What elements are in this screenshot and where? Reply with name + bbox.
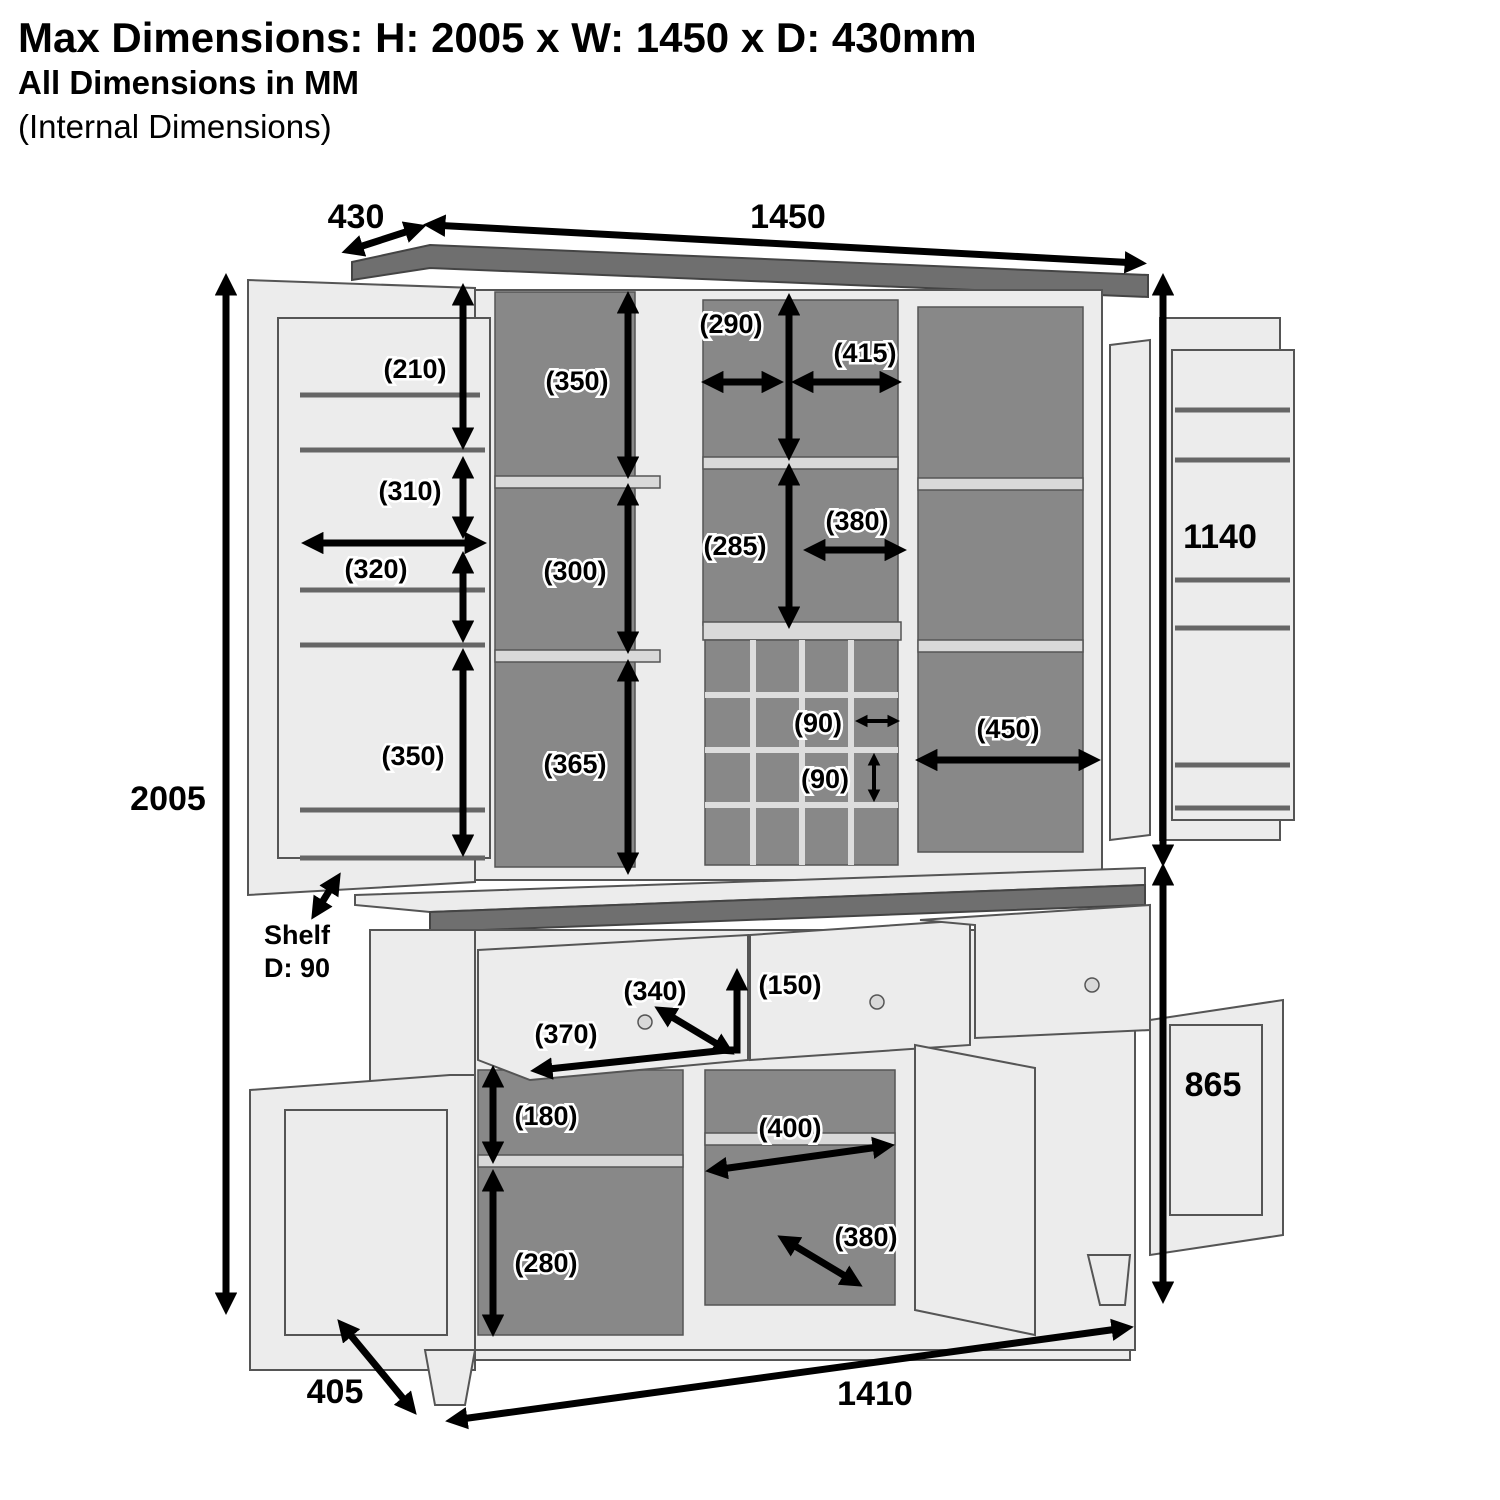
label-wine-height: (90): [801, 764, 849, 794]
label-shelf-depth: D: 90: [264, 953, 330, 983]
label-left-section-bottom: (365): [543, 749, 606, 779]
label-center-mid-width: (380): [825, 506, 888, 536]
wine-rack: [704, 639, 899, 866]
dimension-labels: 430 1450 2005 1140 865 405 1410 (210) (3…: [130, 198, 1257, 1413]
arrow-width-base: [445, 1318, 1134, 1430]
arrow-depth-base: [337, 1319, 417, 1415]
subtitle: All Dimensions in MM: [18, 64, 360, 101]
label-center-top-width: (415): [833, 338, 896, 368]
label-base-left-bottom: (280): [514, 1248, 577, 1278]
label-drawer-height: (150): [758, 970, 821, 1000]
arrow-width-top: [423, 214, 1147, 274]
internal-note: (Internal Dimensions): [18, 108, 332, 145]
label-left-door-bottom: (350): [381, 741, 444, 771]
label-drawer-width: (340): [623, 976, 686, 1006]
label-base-center-depth: (380): [834, 1222, 897, 1252]
label-base-left-top: (180): [514, 1101, 577, 1131]
label-center-top-height: (290): [699, 309, 762, 339]
label-right-section-width: (450): [976, 714, 1039, 744]
label-left-section-top: (350): [545, 366, 608, 396]
label-shelf: Shelf: [264, 920, 331, 950]
label-center-mid-height: (285): [703, 531, 766, 561]
label-height-hutch: 1140: [1183, 518, 1257, 556]
label-height-base: 865: [1185, 1066, 1242, 1104]
label-base-center-width: (400): [758, 1113, 821, 1143]
label-left-door-width: (320): [344, 554, 407, 584]
label-height-total: 2005: [130, 780, 206, 818]
label-drawer-depth: (370): [534, 1019, 597, 1049]
label-wine-width: (90): [794, 708, 842, 738]
label-left-door-top: (210): [383, 354, 446, 384]
label-depth-base: 405: [307, 1373, 364, 1411]
dimension-arrows: [214, 214, 1175, 1430]
arrow-depth-top: [341, 221, 427, 257]
label-depth-top: 430: [328, 198, 385, 236]
cabinet-drawing: [247, 243, 1295, 1406]
label-left-section-mid: (300): [543, 556, 606, 586]
label-width-top: 1450: [750, 198, 826, 236]
label-left-door-mid: (310): [378, 476, 441, 506]
title: Max Dimensions: H: 2005 x W: 1450 x D: 4…: [18, 14, 977, 61]
label-width-base: 1410: [837, 1375, 913, 1413]
